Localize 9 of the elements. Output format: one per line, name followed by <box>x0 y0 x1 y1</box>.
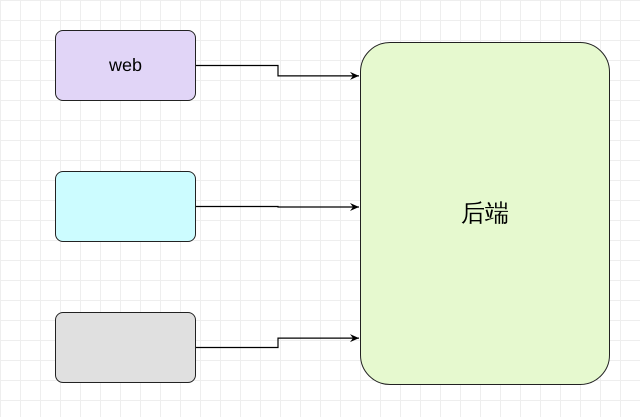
arrow <box>196 64 359 80</box>
rounded-box <box>55 171 196 242</box>
backend-box <box>360 42 610 385</box>
arrow <box>196 203 359 211</box>
client-box <box>55 30 196 101</box>
node-label: 后端 <box>461 198 509 228</box>
node-label: web <box>108 54 142 77</box>
arrow <box>196 334 359 348</box>
rounded-box <box>55 312 196 383</box>
